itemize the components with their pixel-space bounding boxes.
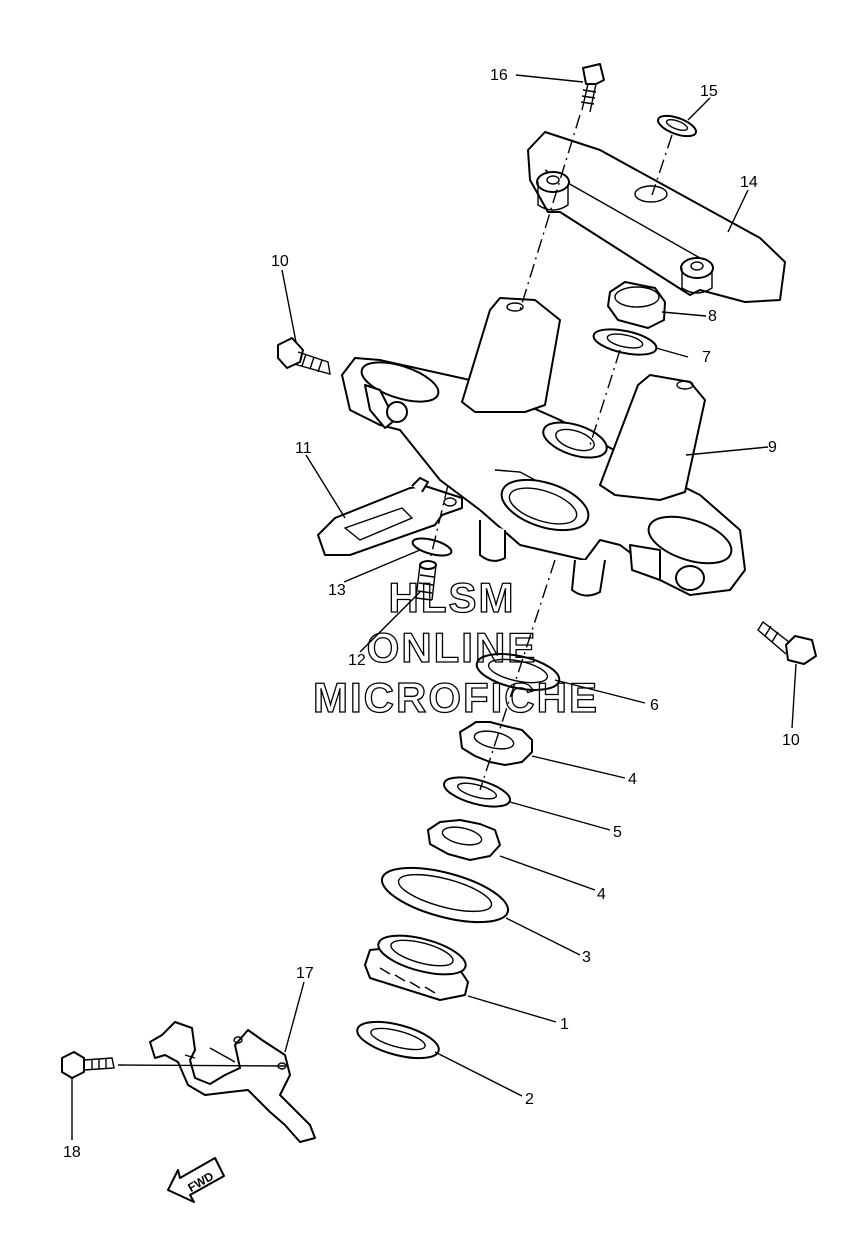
callout-16: 16 <box>490 67 508 84</box>
leader-lines <box>71 74 797 1140</box>
callout-labels: 16 15 14 10 8 7 9 11 13 12 10 6 4 5 4 3 … <box>63 67 800 1161</box>
callout-15: 15 <box>700 83 718 100</box>
cap-part-15 <box>657 114 697 138</box>
centerline-cap-15 <box>651 134 673 196</box>
crown-part-9 <box>341 297 746 597</box>
callout-2: 2 <box>525 1091 534 1108</box>
bracket-part-11 <box>317 477 463 556</box>
callout-11: 11 <box>295 440 312 457</box>
callout-4-lower: 4 <box>597 886 606 903</box>
bolt-part-10-lower <box>757 620 817 665</box>
centerline-stem <box>479 559 556 791</box>
callout-10-lower: 10 <box>782 732 800 749</box>
callout-6: 6 <box>650 697 659 714</box>
watermark: HLSM ONLINE MICROFICHE <box>312 573 599 721</box>
callout-4-upper: 4 <box>628 771 637 788</box>
watermark-line-1: HLSM <box>389 574 516 621</box>
bolt-part-18 <box>61 1051 115 1079</box>
callout-13: 13 <box>328 582 346 599</box>
bearing-part-1 <box>364 934 469 1001</box>
washer-part-13 <box>411 537 453 557</box>
callout-8: 8 <box>708 308 717 325</box>
fwd-arrow-icon: FWD <box>167 1157 225 1203</box>
centerline-nut-8 <box>589 349 621 446</box>
callout-12: 12 <box>348 652 366 669</box>
dust-seal-part-3 <box>380 866 510 924</box>
nut-part-8 <box>607 281 666 329</box>
bolt-part-10-upper <box>277 337 331 375</box>
callout-18: 18 <box>63 1144 81 1161</box>
callout-1: 1 <box>560 1016 569 1033</box>
upper-bracket-part-14 <box>527 131 786 303</box>
centerline-bolt-16 <box>519 114 581 311</box>
watermark-line-3: MICROFICHE <box>313 674 599 721</box>
callout-5: 5 <box>613 824 622 841</box>
callout-7: 7 <box>702 349 711 366</box>
bracket-part-17 <box>149 1021 316 1143</box>
callout-3: 3 <box>582 949 591 966</box>
ring-nut-part-4-lower <box>427 819 501 861</box>
watermark-line-2: ONLINE <box>367 624 538 671</box>
leader-bolt-18 <box>117 1064 286 1067</box>
ring-nut-part-4-upper <box>459 721 533 766</box>
stud-part-12 <box>415 560 437 601</box>
race-part-2 <box>356 1020 440 1060</box>
washer-part-5 <box>443 776 511 808</box>
callout-14: 14 <box>740 174 758 191</box>
centerline-stud-12 <box>429 484 449 561</box>
callout-9: 9 <box>768 439 777 456</box>
callout-17: 17 <box>296 965 314 982</box>
callout-10-upper: 10 <box>271 253 289 270</box>
washer-part-7 <box>592 328 658 356</box>
bolt-part-16 <box>580 63 605 113</box>
